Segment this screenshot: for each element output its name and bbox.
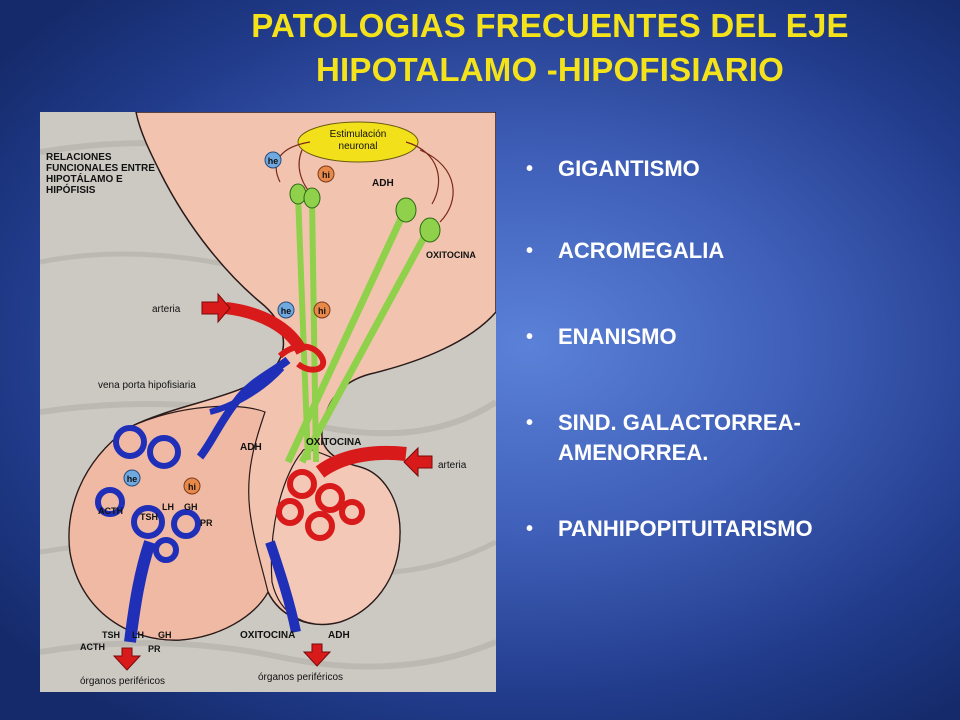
- bullet-enanismo: • ENANISMO: [520, 322, 940, 352]
- arteria-label-right: arteria: [438, 460, 467, 471]
- hi-marker-stalk: hi: [313, 301, 331, 319]
- svg-text:hi: hi: [322, 170, 330, 180]
- svg-text:hi: hi: [188, 482, 196, 492]
- bullet-acromegalia: • ACROMEGALIA: [520, 236, 940, 266]
- slide-title: PATOLOGIAS FRECUENTES DEL EJE HIPOTALAMO…: [140, 4, 960, 92]
- neuronal-connections: [275, 141, 454, 223]
- organos-label-right: órganos periféricos: [258, 672, 343, 683]
- oxitocina-label-top: OXITOCINA: [426, 250, 476, 260]
- bullet-text: PANHIPOPITUITARISMO: [558, 516, 813, 541]
- bullet-text: GIGANTISMO: [558, 156, 700, 181]
- stimulation-label-1: Estimulación: [330, 129, 387, 140]
- title-line-2: HIPOTALAMO -HIPOFISIARIO: [315, 51, 784, 88]
- svg-text:GH: GH: [184, 502, 198, 512]
- adh-label-top: ADH: [372, 178, 394, 189]
- bullet-dot: •: [526, 518, 534, 540]
- diagram-svg: Estimulación neuronal: [40, 112, 496, 692]
- arteria-arrow-top: [201, 292, 231, 324]
- posterior-lobe: [270, 448, 401, 625]
- output-arrow-left: [112, 647, 142, 671]
- hi-marker-top: hi: [317, 165, 335, 183]
- svg-text:LH: LH: [132, 630, 144, 640]
- output-arrow-right: [302, 643, 332, 667]
- bullet-text-line-1: SIND. GALACTORREA-: [558, 410, 801, 435]
- svg-text:LH: LH: [162, 502, 174, 512]
- svg-text:FUNCIONALES ENTRE: FUNCIONALES ENTRE: [46, 163, 155, 174]
- vena-porta-label: vena porta hipofisiaria: [98, 380, 196, 391]
- svg-text:he: he: [268, 156, 279, 166]
- he-marker-stalk: he: [277, 301, 295, 319]
- svg-text:TSH: TSH: [140, 512, 158, 522]
- nerve-cell-bodies: [289, 183, 441, 243]
- svg-text:PR: PR: [148, 644, 161, 654]
- pathology-list: • GIGANTISMO • ACROMEGALIA • ENANISMO • …: [520, 148, 940, 544]
- arteries: [225, 302, 407, 541]
- he-marker-anterior: he: [123, 469, 141, 487]
- adh-label-bottom: ADH: [328, 630, 350, 641]
- adh-label-middle: ADH: [240, 442, 262, 453]
- figure-heading: RELACIONES FUNCIONALES ENTRE HIPOTÁLAMO …: [46, 152, 155, 196]
- bullet-dot: •: [526, 240, 534, 262]
- svg-text:he: he: [127, 474, 138, 484]
- stimulation-label-2: neuronal: [339, 141, 378, 152]
- nerve-axons: [284, 193, 432, 464]
- svg-text:TSH: TSH: [102, 630, 120, 640]
- bullet-panhipopituitarismo: • PANHIPOPITUITARISMO: [520, 514, 940, 544]
- portal-veins: [95, 356, 301, 643]
- svg-text:GH: GH: [158, 630, 172, 640]
- svg-text:hi: hi: [318, 306, 326, 316]
- bullet-dot: •: [526, 412, 534, 434]
- arteria-arrow-right: [403, 446, 433, 478]
- svg-text:RELACIONES: RELACIONES: [46, 152, 112, 163]
- oxitocina-label-middle: OXITOCINA: [306, 437, 361, 448]
- bullet-dot: •: [526, 326, 534, 348]
- svg-text:ACTH: ACTH: [98, 506, 123, 516]
- bullet-text: ENANISMO: [558, 324, 677, 349]
- bullet-text-line-2: AMENORREA.: [558, 440, 709, 465]
- organos-label-left: órganos periféricos: [80, 676, 165, 687]
- svg-text:ACTH: ACTH: [80, 642, 105, 652]
- anterior-hormone-labels: ACTH TSH LH GH PR: [98, 502, 213, 528]
- oxitocina-label-bottom: OXITOCINA: [240, 630, 295, 641]
- svg-text:he: he: [281, 306, 292, 316]
- svg-text:HIPÓFISIS: HIPÓFISIS: [46, 183, 96, 196]
- stimulation-ellipse: [297, 121, 419, 163]
- arteria-label-top: arteria: [152, 304, 181, 315]
- bullet-gigantismo: • GIGANTISMO: [520, 154, 940, 184]
- title-line-1: PATOLOGIAS FRECUENTES DEL EJE: [251, 7, 849, 44]
- he-marker-top: he: [264, 151, 282, 169]
- bullet-text: ACROMEGALIA: [558, 238, 725, 263]
- svg-text:HIPOTÁLAMO E: HIPOTÁLAMO E: [46, 172, 123, 185]
- output-hormone-labels-left: TSH LH GH ACTH PR: [80, 630, 172, 654]
- hi-marker-anterior: hi: [183, 477, 201, 495]
- hypothalamus-pituitary-diagram: Estimulación neuronal: [40, 112, 496, 692]
- bullet-dot: •: [526, 158, 534, 180]
- svg-text:PR: PR: [200, 518, 213, 528]
- bullet-galactorrea-amenorrea: • SIND. GALACTORREA- AMENORREA.: [520, 408, 940, 468]
